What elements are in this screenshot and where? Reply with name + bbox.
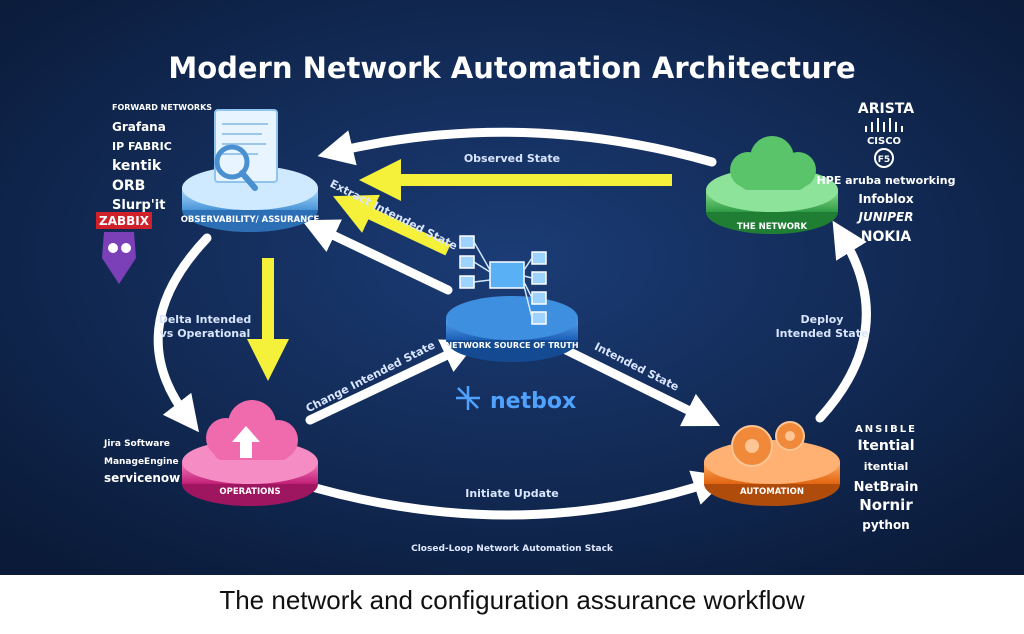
node-automation: AUTOMATION — [704, 421, 840, 506]
logo-slurpit: Slurp'it — [112, 198, 165, 213]
netbox-logo: netbox — [456, 386, 576, 414]
label-observed-state: Observed State — [464, 152, 560, 165]
label-deploy-line1: Deploy — [801, 313, 844, 326]
logo-cisco: CISCO — [867, 136, 901, 147]
logo-infoblox: Infoblox — [858, 192, 913, 206]
node-observability: OBSERVABILITY/ ASSURANCE — [181, 109, 320, 232]
logo-netbrain: NetBrain — [854, 480, 919, 495]
logo-nornir: Nornir — [859, 496, 913, 514]
netbox-label: netbox — [490, 389, 576, 414]
figure-caption: The network and configuration assurance … — [219, 585, 805, 615]
logo-forward-networks: FORWARD NETWORKS — [112, 103, 212, 112]
label-deploy-line2: Intended State — [776, 327, 869, 340]
node-source-of-truth: NETWORK SOURCE OF TRUTH — [445, 235, 579, 362]
netbox-icon — [456, 386, 480, 410]
arrow-initiate-update — [290, 470, 730, 520]
diagram-title: Modern Network Automation Architecture — [168, 51, 855, 85]
node-network-label: THE NETWORK — [737, 222, 808, 232]
label-delta-line2: vs Operational — [160, 327, 251, 340]
vendor-logos-observability: FORWARD NETWORKS Grafana IP FABRIC kenti… — [96, 103, 212, 284]
logo-zabbix: ZABBIX — [99, 214, 150, 228]
vendor-logos-operations: Jira Software ManageEngine servicenow — [103, 439, 180, 485]
node-operations-label: OPERATIONS — [219, 487, 280, 497]
magnifier-icon — [214, 144, 250, 180]
loop-arrows — [153, 127, 871, 520]
logo-servicenow: servicenow — [104, 471, 180, 485]
node-source-of-truth-label: NETWORK SOURCE OF TRUTH — [445, 341, 578, 350]
logo-itential: itential — [864, 460, 909, 473]
logo-jira: Jira Software — [103, 439, 170, 449]
cisco-bars-icon — [865, 118, 903, 132]
node-observability-label: OBSERVABILITY/ ASSURANCE — [181, 215, 320, 225]
arrow-delta — [153, 233, 212, 433]
vendor-logos-automation: ANSIBLE Itential itential NetBrain Norni… — [854, 424, 919, 532]
architecture-diagram: Modern Network Automation Architecture O… — [0, 0, 1024, 575]
arrow-observed-state — [317, 127, 717, 167]
logo-itential-gluware: Itential — [857, 438, 914, 454]
label-delta-line1: Delta Intended — [159, 313, 252, 326]
label-initiate-update: Initiate Update — [465, 487, 559, 500]
logo-nokia: NOKIA — [861, 229, 912, 245]
arrow-extract-intended — [301, 219, 453, 295]
node-automation-label: AUTOMATION — [740, 487, 804, 497]
diagram-canvas: Modern Network Automation Architecture O… — [0, 0, 1024, 575]
logo-arista: ARISTA — [858, 101, 914, 117]
graph-icon — [459, 235, 547, 325]
node-network: THE NETWORK — [706, 136, 838, 234]
cloud-icon — [730, 136, 816, 190]
logo-orb: ORB — [112, 178, 145, 194]
logo-ansible: ANSIBLE — [855, 424, 917, 435]
arrow-intended-state — [557, 343, 721, 427]
vendor-logos-network: ARISTA CISCO F5 HPE aruba networking Inf… — [817, 101, 956, 245]
logo-f5: F5 — [878, 155, 890, 165]
arrow-deploy — [815, 220, 871, 423]
logo-grafana: Grafana — [112, 120, 166, 134]
logo-juniper: JUNIPER — [857, 210, 914, 224]
highlight-arrows — [247, 159, 672, 381]
node-operations: OPERATIONS — [182, 400, 318, 506]
diagram-subtitle: Closed-Loop Network Automation Stack — [411, 544, 614, 554]
logo-manageengine: ManageEngine — [104, 457, 179, 467]
arrow-change-intended — [305, 339, 479, 425]
logo-kentik: kentik — [112, 158, 162, 174]
highlight-arrow-extract — [332, 194, 451, 256]
document-lines — [222, 123, 268, 155]
logo-python: python — [862, 518, 909, 532]
logo-ip-fabric: IP FABRIC — [112, 140, 172, 153]
logo-hpe-aruba: HPE aruba networking — [817, 174, 956, 187]
